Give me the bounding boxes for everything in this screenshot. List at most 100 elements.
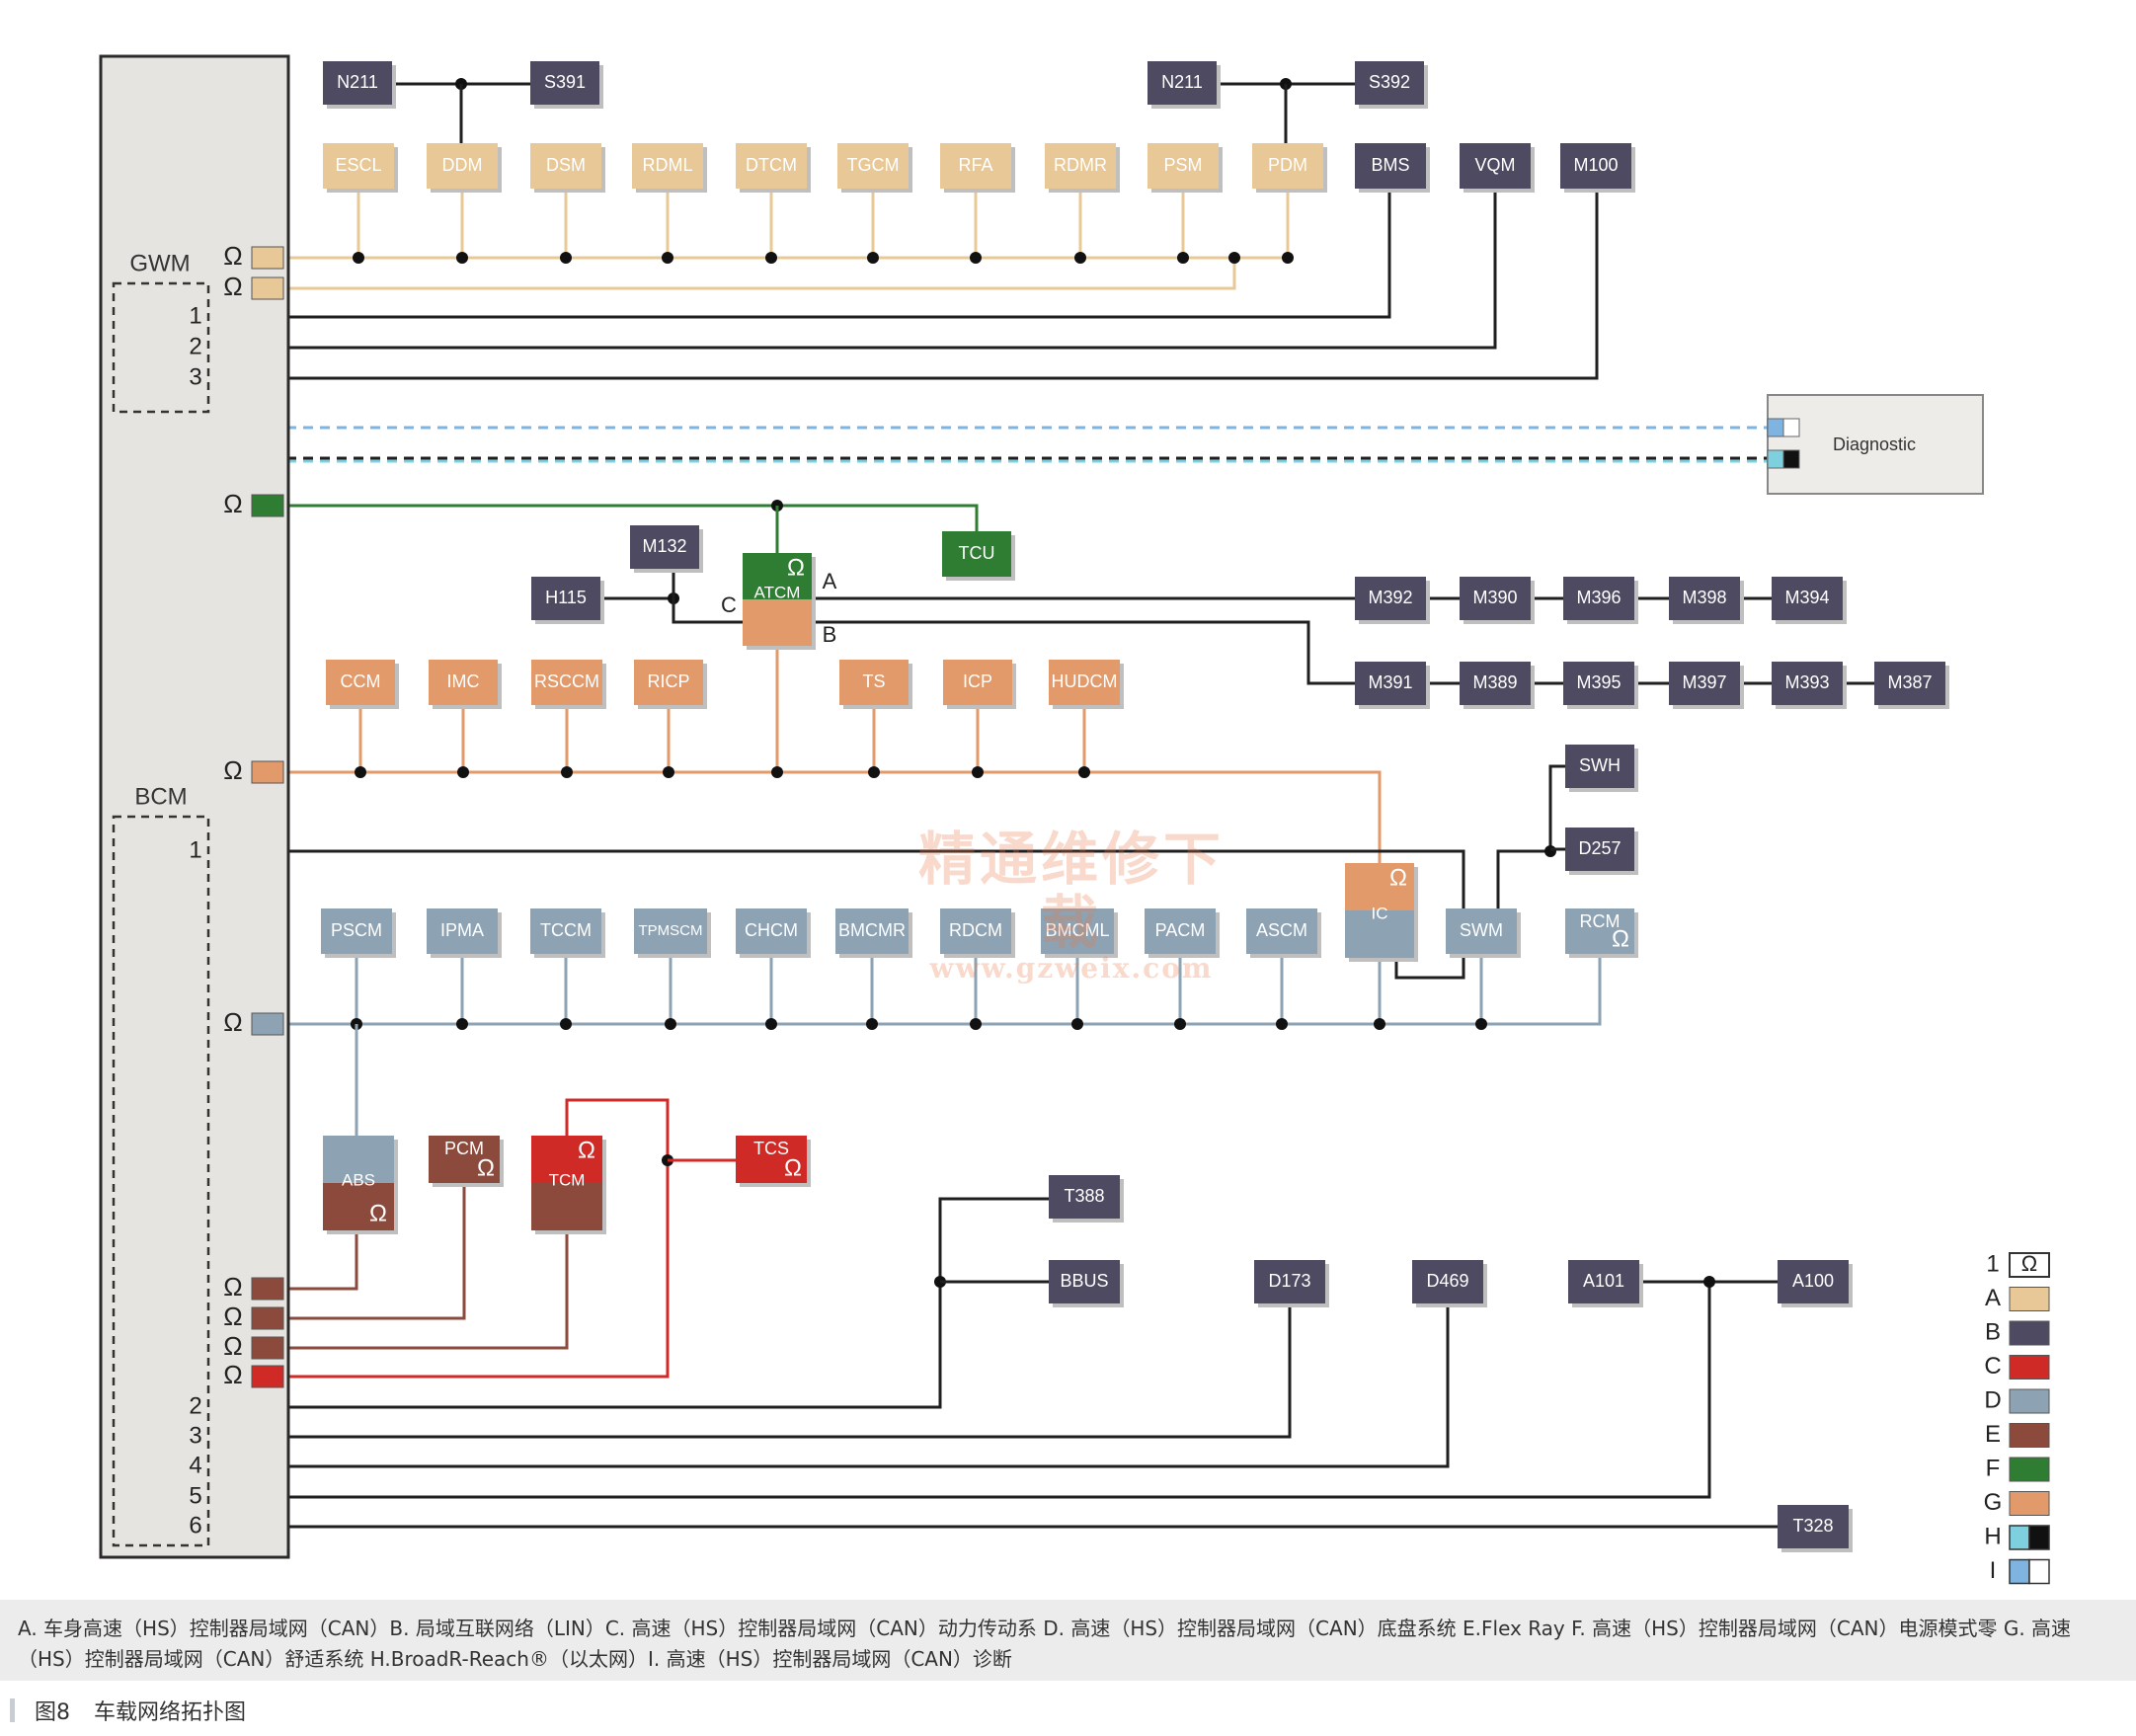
node-tccm	[530, 908, 601, 954]
node-label-m387: M387	[1887, 672, 1932, 692]
legend-swatch-A	[2009, 1287, 2050, 1311]
node-label-rfa: RFA	[958, 155, 992, 175]
node-ddm	[427, 143, 498, 189]
lin-wire-vqm	[286, 189, 1497, 350]
node-label-tgcm: TGCM	[847, 155, 900, 175]
legend-key-I: I	[1990, 1557, 1997, 1584]
diagnostic-label: Diagnostic	[1833, 434, 1916, 454]
node-pdm	[1252, 143, 1323, 189]
junction-dot	[560, 252, 572, 264]
watermark: 精通维修下载 www.gzweix.com	[894, 828, 1249, 984]
node-swh	[1565, 745, 1634, 788]
node-m391	[1355, 662, 1426, 705]
node-label-n211a: N211	[337, 72, 378, 92]
node-ic-bottom	[1345, 910, 1414, 958]
junction-dot	[456, 252, 468, 264]
wires-layer	[202, 78, 1874, 1529]
node-bmcml	[1041, 908, 1114, 954]
node-label-t328: T328	[1792, 1516, 1833, 1536]
lin-bcm-2	[202, 1197, 1049, 1409]
junction-dot	[560, 1018, 572, 1030]
node-tcs	[736, 1136, 807, 1183]
node-rdcm	[940, 908, 1011, 954]
node-omega: Ω	[787, 554, 805, 581]
node-d173	[1254, 1260, 1325, 1303]
figure-title-bar	[10, 1698, 15, 1722]
node-atcm-top	[743, 553, 812, 599]
legend-swatch-B	[2009, 1320, 2050, 1346]
node-label-m395: M395	[1576, 672, 1621, 692]
node-omega: Ω	[1612, 925, 1629, 952]
port-e2	[251, 1306, 284, 1330]
legend-key-1: 1	[1986, 1250, 1999, 1277]
bcm-dashed-region	[112, 815, 210, 1547]
port-e3	[251, 1336, 284, 1360]
junction-dot	[353, 252, 364, 264]
junction-dot	[1374, 1018, 1385, 1030]
port-f-omega: Ω	[223, 489, 242, 518]
node-label-rdmr: RDMR	[1054, 155, 1107, 175]
junction-dot	[970, 252, 982, 264]
node-label-atcm: ATCM	[754, 583, 801, 601]
node-rsccm	[531, 660, 602, 705]
node-label-bms: BMS	[1371, 155, 1409, 175]
figure-number: 图8	[35, 1700, 70, 1725]
node-label-tccm: TCCM	[540, 920, 592, 940]
port-g	[251, 760, 284, 784]
bus-a-2	[286, 258, 1236, 290]
legend-swatch-D	[2009, 1388, 2050, 1414]
port-e1	[251, 1277, 284, 1301]
node-label-ipma: IPMA	[440, 920, 484, 940]
bus-c	[286, 1098, 670, 1379]
legend-swatch-H-b	[2028, 1525, 2050, 1550]
node-m100	[1560, 143, 1631, 189]
port-g-omega: Ω	[223, 755, 242, 785]
node-d469	[1412, 1260, 1483, 1303]
gwm-port-num: 2	[189, 333, 201, 359]
node-m132	[630, 525, 699, 569]
port-e2-omega: Ω	[223, 1302, 242, 1331]
node-t388	[1049, 1175, 1120, 1219]
node-icp	[943, 660, 1012, 705]
node-atcm-bottom	[743, 599, 812, 646]
node-label-ricp: RICP	[647, 671, 689, 691]
node-n211a	[323, 61, 392, 105]
node-n211b	[1147, 61, 1217, 105]
junction-dot	[662, 252, 673, 264]
node-omega: Ω	[784, 1154, 802, 1181]
node-m397	[1669, 662, 1740, 705]
port-f	[251, 494, 284, 517]
junction-dot	[866, 1018, 878, 1030]
figure-title-row: 图8 车载网络拓扑图	[0, 1691, 246, 1730]
node-label-rsccm: RSCCM	[534, 671, 599, 691]
port-d	[251, 1012, 284, 1036]
lin-bcm-4	[202, 1303, 1450, 1468]
gwm-dashed-region	[112, 281, 210, 414]
gwm-port-a2-omega: Ω	[223, 272, 242, 301]
atcm-port-c: C	[721, 592, 737, 617]
node-omega: Ω	[578, 1137, 595, 1163]
flexray-abs	[286, 1230, 358, 1291]
bus-d	[286, 954, 1602, 1026]
gwm-port-a2	[251, 276, 284, 300]
node-label-ic: IC	[1372, 904, 1388, 922]
legend-omega: Ω	[2021, 1251, 2037, 1276]
node-label-pscm: PSCM	[331, 920, 382, 940]
junction-dot	[765, 252, 777, 264]
node-tgcm	[837, 143, 909, 189]
node-label-d469: D469	[1426, 1271, 1468, 1291]
junction-dot	[972, 766, 984, 778]
diag-swatch-h-a	[1767, 449, 1784, 469]
flexray-pcm	[286, 1183, 466, 1320]
node-label-a100: A100	[1792, 1271, 1834, 1291]
node-dtcm	[736, 143, 807, 189]
node-bmcmr	[835, 908, 909, 954]
node-label-a101: A101	[1583, 1271, 1624, 1291]
node-label-ddm: DDM	[442, 155, 483, 175]
node-m395	[1563, 662, 1634, 705]
node-pscm	[321, 908, 392, 954]
node-escl	[323, 143, 394, 189]
node-m390	[1460, 577, 1531, 620]
junction-dot	[970, 1018, 982, 1030]
